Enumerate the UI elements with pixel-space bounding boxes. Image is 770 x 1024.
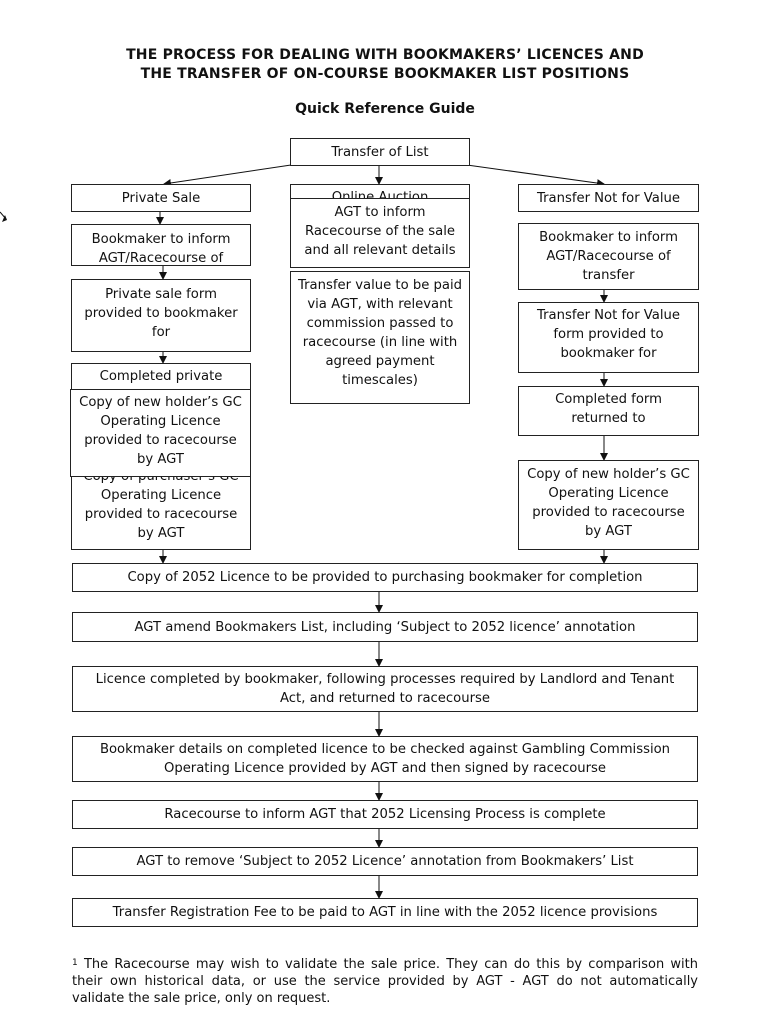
private-sale-label: Private Sale [121, 190, 201, 206]
private-step-2-text: Private sale form provided to bookmaker … [84, 287, 238, 340]
footnote: 1 The Racecourse may wish to validate th… [72, 956, 698, 1007]
private-step-5-text: Copy of purchaser’s GC Operating Licence… [83, 469, 238, 541]
tnfv-step-2-text: Transfer Not for Value form provided to … [536, 308, 681, 361]
transfer-of-list-label: Transfer of List [331, 144, 429, 160]
private-sale-step-1: Bookmaker to inform AGT/Racecourse of [71, 224, 251, 266]
common-step-3-text: Licence completed by bookmaker, followin… [95, 672, 675, 706]
auction-step-1-text: AGT to inform Racecourse of the sale and… [304, 205, 456, 258]
tnfv-step-4: Copy of new holder’s GC Operating Licenc… [518, 460, 699, 550]
tnfv-step-3-text: Completed form returned to [555, 392, 662, 426]
common-step-7: Transfer Registration Fee to be paid to … [72, 898, 698, 927]
transfer-of-list-box: Transfer of List [290, 138, 470, 166]
page-subtitle: Quick Reference Guide [295, 101, 475, 117]
private-step-1-text: Bookmaker to inform AGT/Racecourse of [91, 232, 231, 266]
footnote-marker: 1 [72, 958, 78, 968]
common-step-6: AGT to remove ‘Subject to 2052 Licence’ … [72, 847, 698, 876]
online-auction-step-1: AGT to inform Racecourse of the sale and… [290, 198, 470, 268]
common-step-2: AGT amend Bookmakers List, including ‘Su… [72, 612, 698, 642]
private-sale-step-2: Private sale form provided to bookmaker … [71, 279, 251, 352]
tnfv-label: Transfer Not for Value [536, 190, 681, 206]
private-step-3-text: Completed private [99, 369, 223, 384]
private-sale-header: Private Sale [71, 184, 251, 212]
common-step-3: Licence completed by bookmaker, followin… [72, 666, 698, 712]
footnote-text: The Racecourse may wish to validate the … [72, 957, 698, 1006]
tnfv-step-4-text: Copy of new holder’s GC Operating Licenc… [527, 467, 690, 539]
common-step-6-text: AGT to remove ‘Subject to 2052 Licence’ … [136, 854, 634, 869]
tnfv-header: Transfer Not for Value [518, 184, 699, 212]
tnfv-step-1-text: Bookmaker to inform AGT/Racecourse of tr… [539, 230, 678, 283]
auction-step-2-text: Transfer value to be paid via AGT, with … [297, 278, 463, 388]
common-step-1-text: Copy of 2052 Licence to be provided to p… [127, 570, 643, 585]
private-sale-step-4: Copy of new holder’s GC Operating Licenc… [70, 389, 251, 477]
common-step-4-text: Bookmaker details on completed licence t… [99, 742, 671, 776]
common-step-4: Bookmaker details on completed licence t… [72, 736, 698, 782]
title-line-1: THE PROCESS FOR DEALING WITH BOOKMAKERS’… [126, 47, 644, 63]
common-step-5-text: Racecourse to inform AGT that 2052 Licen… [164, 807, 606, 822]
tnfv-step-1: Bookmaker to inform AGT/Racecourse of tr… [518, 223, 699, 290]
tnfv-step-2: Transfer Not for Value form provided to … [518, 302, 699, 373]
common-step-1: Copy of 2052 Licence to be provided to p… [72, 563, 698, 592]
tnfv-step-3: Completed form returned to [518, 386, 699, 436]
common-step-5: Racecourse to inform AGT that 2052 Licen… [72, 800, 698, 829]
online-auction-step-2: Transfer value to be paid via AGT, with … [290, 271, 470, 404]
common-step-2-text: AGT amend Bookmakers List, including ‘Su… [134, 619, 636, 635]
common-step-7-text: Transfer Registration Fee to be paid to … [112, 905, 658, 920]
private-step-4-text: Copy of new holder’s GC Operating Licenc… [79, 395, 242, 467]
title-line-2: THE TRANSFER OF ON-COURSE BOOKMAKER LIST… [140, 66, 630, 82]
